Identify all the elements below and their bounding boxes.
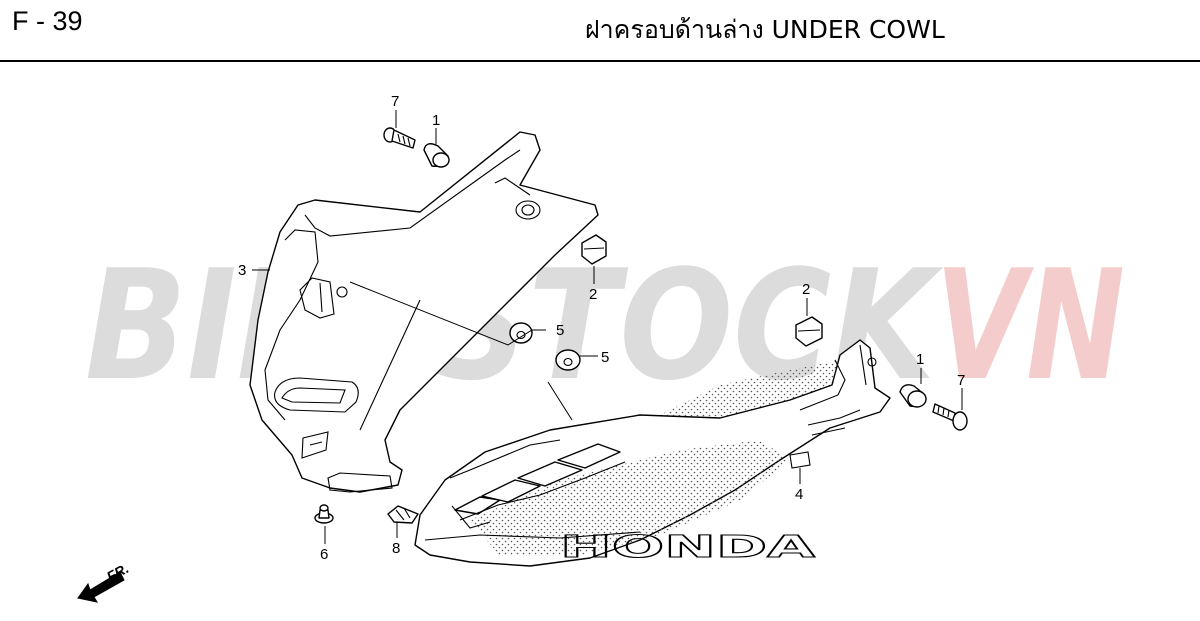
- callout-1-top: 1: [432, 112, 440, 129]
- part-5-washer-a: [509, 322, 533, 344]
- part-8-clip-nut: [387, 505, 419, 524]
- callout-4: 4: [795, 486, 803, 503]
- callout-5-b: 5: [601, 349, 609, 366]
- page-title: ฝาครอบด้านล่าง UNDER COWL: [585, 15, 945, 44]
- part-2-grommet-b: [795, 316, 823, 347]
- callout-2-a: 2: [589, 286, 597, 303]
- part-5-washer-b: [555, 349, 581, 371]
- part-7-screw-top: [383, 127, 416, 149]
- part-1-collar-top: [423, 143, 450, 168]
- callout-7-top: 7: [391, 93, 399, 110]
- callout-8: 8: [392, 540, 400, 557]
- page-code: F - 39: [12, 6, 83, 36]
- callout-3: 3: [238, 262, 246, 279]
- vent-slats: [451, 443, 626, 529]
- callout-5-a: 5: [556, 322, 564, 339]
- callout-1-right: 1: [916, 351, 924, 368]
- front-arrow-icon: [77, 571, 125, 603]
- leader-lines: [252, 110, 963, 544]
- title-divider: [0, 60, 1200, 62]
- part-4-right-under-cowl: HONDA: [414, 339, 891, 567]
- part-6-clip: [314, 504, 334, 524]
- honda-brand-mark: HONDA: [560, 530, 817, 565]
- watermark-accent-text: VN: [935, 237, 1125, 414]
- callout-7-right: 7: [957, 372, 965, 389]
- part-1-collar-right: [899, 384, 927, 408]
- part-2-grommet-a: [581, 234, 607, 265]
- callout-labels: 7 1 3 2 2 5 5 1 7 4 6 8: [238, 93, 965, 563]
- front-direction-marker: FR.: [77, 560, 131, 603]
- part-7-screw-right: [932, 403, 968, 431]
- callout-2-b: 2: [802, 281, 810, 298]
- callout-6: 6: [320, 546, 328, 563]
